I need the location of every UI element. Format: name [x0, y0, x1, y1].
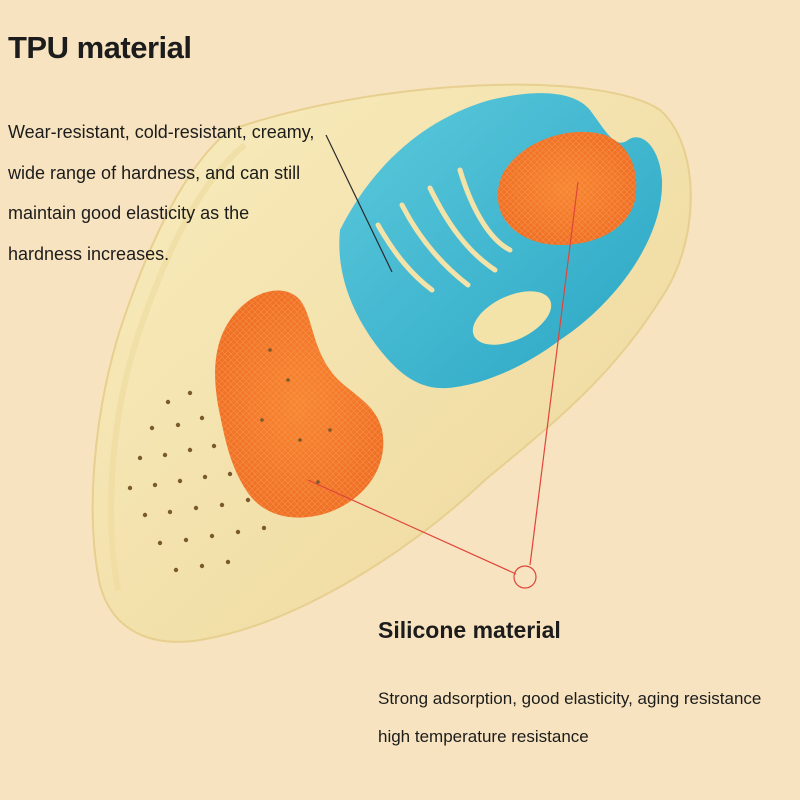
tpu-description-line: Wear-resistant, cold-resistant, creamy,	[8, 122, 315, 142]
ventilation-holes	[127, 348, 332, 573]
silicone-description-line: Strong adsorption, good elasticity, agin…	[378, 689, 762, 708]
tpu-material-title: TPU material	[8, 30, 192, 65]
tpu-description-line: hardness increases.	[8, 243, 170, 264]
tpu-description-line: wide range of hardness, and can still	[8, 162, 301, 183]
silicone-material-title: Silicone material	[378, 617, 561, 643]
silicone-description-line: high temperature resistance	[378, 727, 589, 746]
tpu-pointer-line	[325, 134, 393, 273]
tpu-ridges	[375, 167, 513, 293]
silicone-pointer	[307, 181, 579, 589]
silicone-description: Strong adsorption, good elasticity, agin…	[378, 680, 798, 756]
arch-dome	[472, 291, 552, 345]
tpu-description: Wear-resistant, cold-resistant, creamy, …	[8, 112, 348, 274]
tpu-description-line: maintain good elasticity as the	[8, 203, 250, 223]
